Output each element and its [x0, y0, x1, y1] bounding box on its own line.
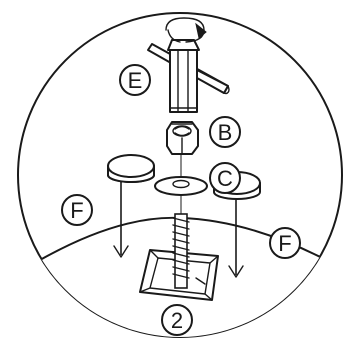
label-wrench: E: [119, 64, 151, 96]
label-pad-right: F: [269, 227, 301, 259]
label-step-text: 2: [171, 308, 183, 333]
socket-wrench: [147, 17, 230, 113]
label-washer: C: [209, 162, 241, 194]
label-pad-left-text: F: [70, 198, 83, 223]
threaded-bolt: [172, 213, 190, 289]
label-nut: B: [209, 116, 241, 148]
hex-nut: [166, 121, 199, 155]
label-wrench-text: E: [128, 68, 143, 93]
label-pad-right-text: F: [278, 231, 291, 256]
pad-left: [107, 154, 155, 258]
washer: [154, 176, 208, 196]
label-step: 2: [161, 304, 193, 336]
label-pad-left: F: [61, 194, 93, 226]
label-nut-text: B: [218, 120, 233, 145]
label-washer-text: C: [217, 166, 233, 191]
